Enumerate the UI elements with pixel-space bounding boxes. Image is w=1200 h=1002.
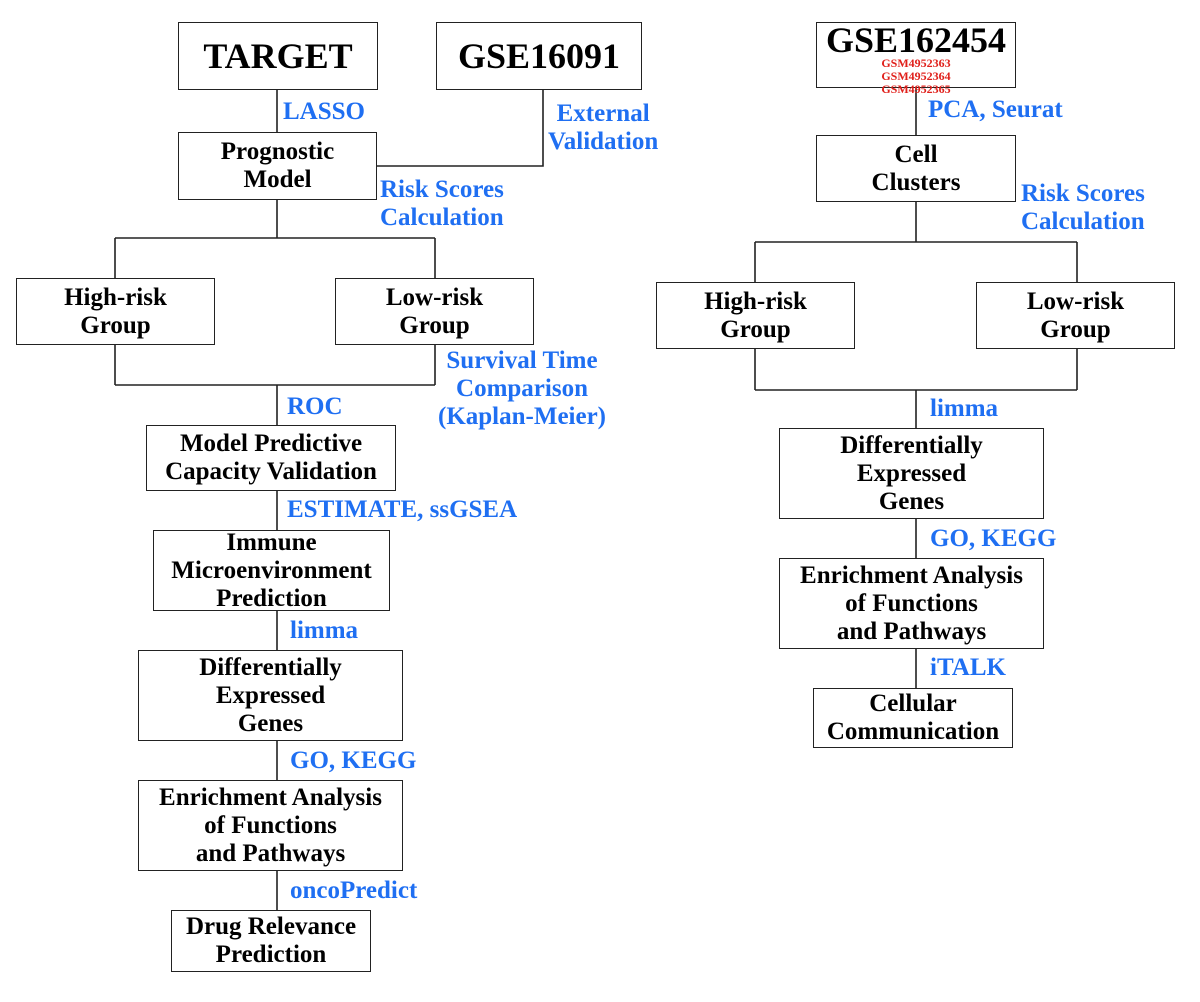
high-risk-group-box-left-line-2: Group: [80, 311, 151, 339]
external-validation-label-line-2: Validation: [548, 128, 659, 155]
limma-label-left: limma: [290, 617, 358, 645]
survival-comparison-label-line-2: Comparison: [456, 375, 588, 402]
risk-scores-label-left-line-2: Calculation: [380, 204, 504, 231]
estimate-ssgsea-label: ESTIMATE, ssGSEA: [287, 496, 517, 524]
deg-box-right-line-3: Genes: [878, 487, 945, 515]
pca-seurat-label: PCA, Seurat: [928, 96, 1063, 124]
limma-label-left-line-1: limma: [290, 617, 359, 644]
immune-microenvironment-box-line-3: Prediction: [216, 584, 327, 612]
gsm-id-2: GSM4952364: [881, 69, 951, 83]
go-kegg-label-left: GO, KEGG: [290, 747, 416, 775]
lasso-label: LASSO: [283, 98, 365, 126]
go-kegg-label-right: GO, KEGG: [930, 525, 1056, 553]
target-dataset-box: TARGET: [178, 22, 378, 90]
immune-microenvironment-box-line-1: Immune: [226, 528, 317, 556]
survival-comparison-label-line-3: (Kaplan-Meier): [438, 403, 607, 430]
enrichment-analysis-box-left-line-1: Enrichment Analysis: [159, 783, 382, 811]
italk-label: iTALK: [930, 654, 1006, 682]
gsm-id-1: GSM4952363: [881, 56, 951, 70]
prognostic-model-box-line-2: Model: [243, 166, 312, 193]
gse162454-dataset-box: GSE162454 GSM4952363 GSM4952364 GSM49523…: [816, 20, 1016, 96]
deg-box-right-line-2: Expressed: [856, 459, 967, 487]
model-validation-box-line-2: Capacity Validation: [165, 458, 377, 485]
enrichment-analysis-box-right-line-3: and Pathways: [836, 617, 987, 645]
drug-relevance-box-line-1: Drug Relevance: [185, 913, 357, 940]
cell-clusters-box-line-1: Cell: [894, 140, 938, 168]
high-risk-group-box-right-line-1: High-risk: [704, 287, 807, 315]
oncopredict-label: oncoPredict: [290, 877, 417, 905]
high-risk-group-box-left-line-1: High-risk: [64, 283, 167, 311]
pca-seurat-label-line-1: PCA, Seurat: [928, 96, 1063, 123]
deg-box-right-line-1: Differentially: [840, 431, 983, 459]
enrichment-analysis-box-right-line-1: Enrichment Analysis: [800, 561, 1023, 589]
risk-scores-label-right-line-1: Risk Scores: [1021, 180, 1145, 207]
gse16091-dataset-box: GSE16091: [436, 22, 642, 90]
gsm-id-3: GSM4952365: [881, 82, 951, 96]
low-risk-group-box-left-line-1: Low-risk: [385, 283, 484, 311]
low-risk-group-box-right-line-1: Low-risk: [1026, 287, 1125, 315]
survival-comparison-label-line-1: Survival Time: [446, 347, 598, 374]
go-kegg-label-right-line-1: GO, KEGG: [930, 525, 1057, 552]
cellular-communication-box-line-2: Communication: [826, 718, 1000, 745]
risk-scores-label-left-line-1: Risk Scores: [380, 176, 504, 203]
prognostic-model-box-line-1: Prognostic: [220, 138, 335, 165]
gse162454-title: GSE162454: [825, 20, 1007, 60]
lasso-label-line-1: LASSO: [283, 98, 365, 125]
estimate-ssgsea-label-line-1: ESTIMATE, ssGSEA: [287, 496, 518, 523]
low-risk-group-box-left-line-2: Group: [399, 311, 470, 339]
limma-label-right: limma: [930, 395, 998, 423]
limma-label-right-line-1: limma: [930, 395, 999, 422]
risk-scores-label-right-line-2: Calculation: [1021, 208, 1145, 235]
oncopredict-label-line-1: oncoPredict: [290, 877, 418, 904]
enrichment-analysis-box-left-line-2: of Functions: [204, 811, 337, 839]
deg-box-left-line-2: Expressed: [215, 681, 326, 709]
cellular-communication-box-line-1: Cellular: [869, 690, 957, 717]
model-validation-box-line-1: Model Predictive: [179, 430, 363, 457]
immune-microenvironment-box-line-2: Microenvironment: [171, 556, 372, 584]
deg-box-left-line-3: Genes: [237, 709, 304, 737]
go-kegg-label-left-line-1: GO, KEGG: [290, 747, 417, 774]
gse16091-dataset-box-line-1: GSE16091: [457, 36, 621, 76]
low-risk-group-box-right-line-2: Group: [1040, 315, 1111, 343]
drug-relevance-box-line-2: Prediction: [215, 941, 327, 968]
roc-label-line-1: ROC: [287, 393, 343, 420]
deg-box-left-line-1: Differentially: [199, 653, 342, 681]
cell-clusters-box-line-2: Clusters: [871, 168, 961, 196]
roc-label: ROC: [287, 393, 343, 421]
target-dataset-box-line-1: TARGET: [203, 36, 353, 76]
enrichment-analysis-box-right-line-2: of Functions: [845, 589, 978, 617]
italk-label-line-1: iTALK: [930, 654, 1006, 681]
external-validation-label-line-1: External: [556, 100, 650, 127]
enrichment-analysis-box-left-line-3: and Pathways: [195, 839, 346, 867]
high-risk-group-box-right-line-2: Group: [720, 315, 791, 343]
